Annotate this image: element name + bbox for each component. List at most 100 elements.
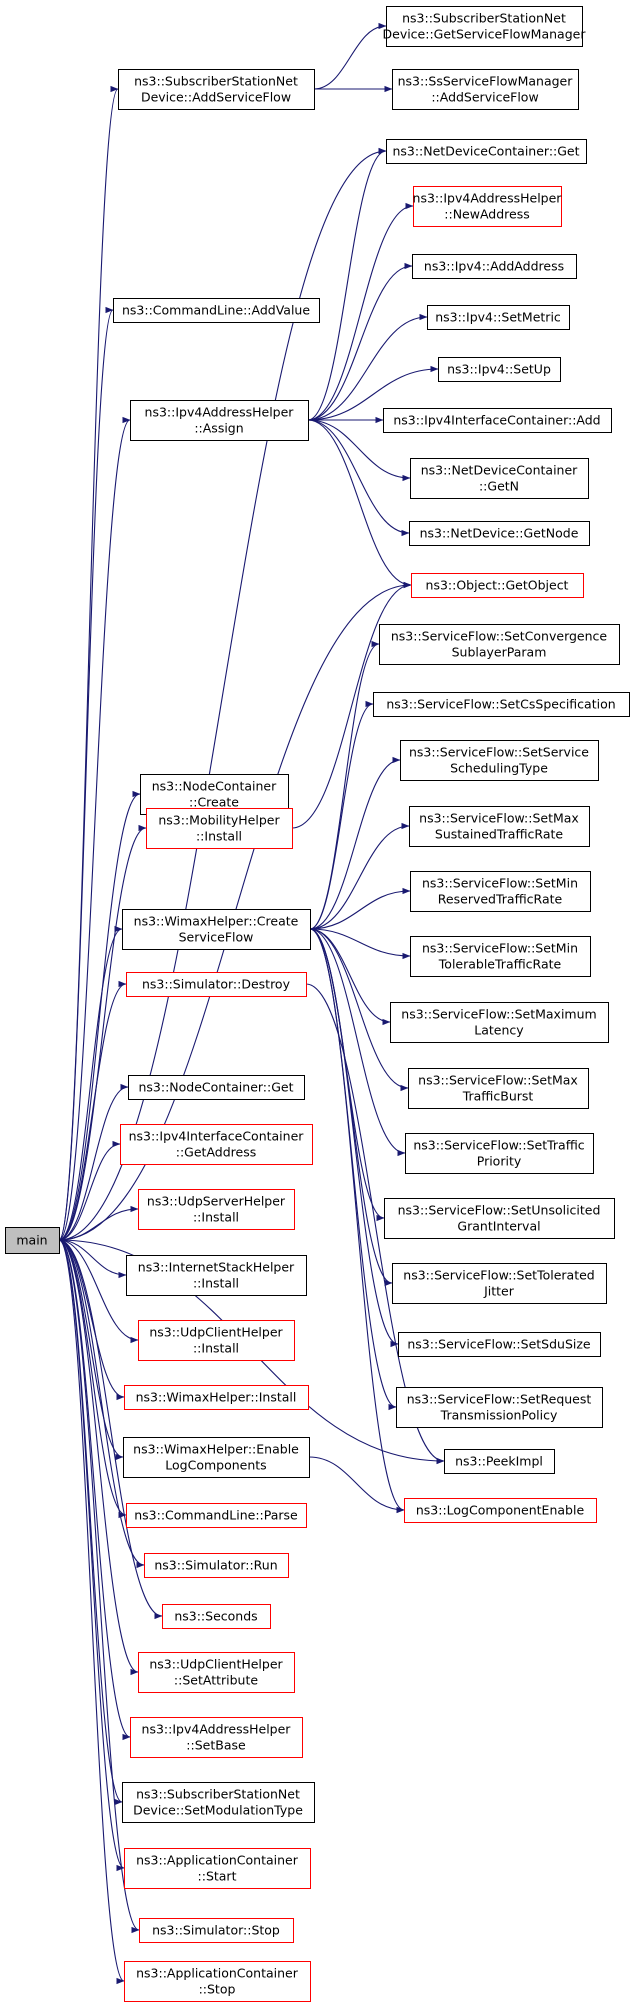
node-ipv4-set-base[interactable]: ns3::Ipv4AddressHelper::SetBase [130, 1717, 303, 1758]
call-edge [309, 928, 411, 960]
call-edge [58, 824, 147, 1241]
node-label: ns3::NodeContainer::Get [139, 1080, 294, 1095]
node-label: ns3::NetDeviceContainer [421, 463, 578, 478]
node-main[interactable]: main [5, 1227, 60, 1254]
call-edge [58, 1239, 125, 1872]
call-edge [307, 419, 411, 482]
node-box [124, 1848, 311, 1889]
node-udp-client-set-attr[interactable]: ns3::UdpClientHelper::SetAttribute [138, 1652, 295, 1693]
node-sf-set-cs[interactable]: ns3::ServiceFlow::SetCsSpecification [373, 692, 630, 717]
node-label: ns3::CommandLine::AddValue [122, 303, 310, 318]
call-edge [309, 928, 393, 1287]
node-ipv4-add-address[interactable]: ns3::Ipv4::AddAddress [412, 254, 577, 279]
node-cmd-add-value[interactable]: ns3::CommandLine::AddValue [113, 298, 320, 323]
node-mobility-install[interactable]: ns3::MobilityHelper::Install [146, 808, 293, 849]
node-sf-set-request[interactable]: ns3::ServiceFlow::SetRequestTransmission… [396, 1387, 603, 1428]
node-label: ns3::Ipv4::SetUp [447, 362, 551, 377]
node-box [113, 298, 320, 323]
node-box [126, 972, 307, 997]
call-edge [58, 925, 123, 1241]
node-ipv4ic-add[interactable]: ns3::Ipv4InterfaceContainer::Add [383, 408, 612, 433]
node-udp-client-install[interactable]: ns3::UdpClientHelper::Install [138, 1320, 295, 1361]
node-ss-set-modulation[interactable]: ns3::SubscriberStationNetDevice::SetModu… [122, 1782, 315, 1823]
node-sf-set-max-sustained[interactable]: ns3::ServiceFlow::SetMaxSustainedTraffic… [409, 806, 590, 847]
node-nc-get[interactable]: ns3::NodeContainer::Get [128, 1075, 305, 1100]
node-label: ::AddServiceFlow [431, 90, 538, 105]
call-edge [308, 1456, 405, 1514]
node-label: ns3::ServiceFlow::SetRequest [407, 1392, 592, 1407]
node-label: ns3::Simulator::Stop [152, 1923, 280, 1938]
node-cmd-parse[interactable]: ns3::CommandLine::Parse [126, 1503, 307, 1528]
node-box [5, 1227, 60, 1254]
node-label: ns3::ServiceFlow::SetUnsolicited [398, 1203, 601, 1218]
call-edge [309, 640, 380, 930]
node-box [162, 1604, 271, 1629]
node-ss-get-sfm[interactable]: ns3::SubscriberStationNetDevice::GetServ… [383, 6, 587, 47]
node-peek-impl[interactable]: ns3::PeekImpl [444, 1449, 555, 1474]
call-edge [305, 983, 445, 1465]
node-box [124, 1385, 309, 1410]
node-sim-stop[interactable]: ns3::Simulator::Stop [139, 1918, 294, 1943]
node-app-stop[interactable]: ns3::ApplicationContainer::Stop [124, 1961, 311, 2002]
node-label: SustainedTrafficRate [435, 827, 563, 842]
node-ipv4-set-metric[interactable]: ns3::Ipv4::SetMetric [427, 305, 570, 330]
call-edge [309, 700, 374, 930]
call-edge [58, 1239, 145, 1569]
call-edge [309, 928, 406, 1157]
node-label: ns3::UdpClientHelper [149, 1657, 283, 1672]
node-ipv4-new-address[interactable]: ns3::Ipv4AddressHelper::NewAddress [413, 186, 563, 227]
node-sf-set-conv[interactable]: ns3::ServiceFlow::SetConvergenceSublayer… [379, 624, 620, 665]
node-label: TolerableTrafficRate [438, 957, 562, 972]
node-wimax-install[interactable]: ns3::WimaxHelper::Install [124, 1385, 309, 1410]
node-udp-server-install[interactable]: ns3::UdpServerHelper::Install [138, 1189, 295, 1230]
node-box [438, 357, 561, 382]
call-edge [307, 419, 412, 589]
call-edge [307, 262, 413, 421]
node-label: Priority [477, 1154, 522, 1169]
node-label: ns3::ServiceFlow::SetMax [418, 1073, 578, 1088]
node-label: ::Stop [199, 1982, 236, 1997]
node-object-get-object[interactable]: ns3::Object::GetObject [411, 573, 584, 598]
node-app-start[interactable]: ns3::ApplicationContainer::Start [124, 1848, 311, 1889]
node-sf-set-unsolicited[interactable]: ns3::ServiceFlow::SetUnsolicitedGrantInt… [384, 1198, 615, 1239]
node-seconds[interactable]: ns3::Seconds [162, 1604, 271, 1629]
node-label: ::SetAttribute [174, 1673, 258, 1688]
call-edge [58, 1239, 123, 1806]
node-ipv4-assign[interactable]: ns3::Ipv4AddressHelper::Assign [130, 400, 309, 441]
node-label: ns3::ServiceFlow::SetConvergence [391, 629, 608, 644]
node-ndc-get[interactable]: ns3::NetDeviceContainer::Get [386, 139, 587, 164]
node-sim-destroy[interactable]: ns3::Simulator::Destroy [126, 972, 307, 997]
node-box [140, 774, 289, 815]
node-nd-get-node[interactable]: ns3::NetDevice::GetNode [409, 521, 590, 546]
node-label: ns3::NodeContainer [152, 779, 277, 794]
node-box [386, 6, 583, 47]
node-sfm-add-service-flow[interactable]: ns3::SsServiceFlowManager::AddServiceFlo… [392, 69, 579, 110]
node-internet-install[interactable]: ns3::InternetStackHelper::Install [126, 1255, 307, 1296]
node-sf-set-min-tolerable[interactable]: ns3::ServiceFlow::SetMinTolerableTraffic… [410, 936, 591, 977]
node-label: ns3::ServiceFlow::SetMaximum [401, 1007, 596, 1022]
node-sf-set-min-reserved[interactable]: ns3::ServiceFlow::SetMinReservedTrafficR… [410, 871, 591, 912]
node-label: ns3::Ipv4::SetMetric [435, 310, 561, 325]
node-label: LogComponents [165, 1458, 266, 1473]
node-ss-add-service-flow[interactable]: ns3::SubscriberStationNetDevice::AddServ… [118, 69, 315, 110]
node-label: ns3::ApplicationContainer [136, 1966, 299, 1981]
node-box [130, 400, 309, 441]
node-log-enable[interactable]: ns3::LogComponentEnable [404, 1498, 597, 1523]
node-nc-create[interactable]: ns3::NodeContainer::Create [140, 774, 289, 815]
node-label: ns3::InternetStackHelper [138, 1260, 295, 1275]
node-ipv4ic-get-address[interactable]: ns3::Ipv4InterfaceContainer::GetAddress [120, 1124, 313, 1165]
node-sf-set-sched[interactable]: ns3::ServiceFlow::SetServiceSchedulingTy… [400, 740, 599, 781]
node-sf-set-sdu[interactable]: ns3::ServiceFlow::SetSduSize [398, 1332, 601, 1357]
call-edge [309, 822, 410, 930]
node-ndc-getn[interactable]: ns3::NetDeviceContainer::GetN [410, 458, 589, 499]
node-ipv4-set-up[interactable]: ns3::Ipv4::SetUp [438, 357, 561, 382]
node-sim-run[interactable]: ns3::Simulator::Run [144, 1553, 289, 1578]
call-edge [58, 1239, 139, 1344]
call-edge [58, 1140, 121, 1241]
